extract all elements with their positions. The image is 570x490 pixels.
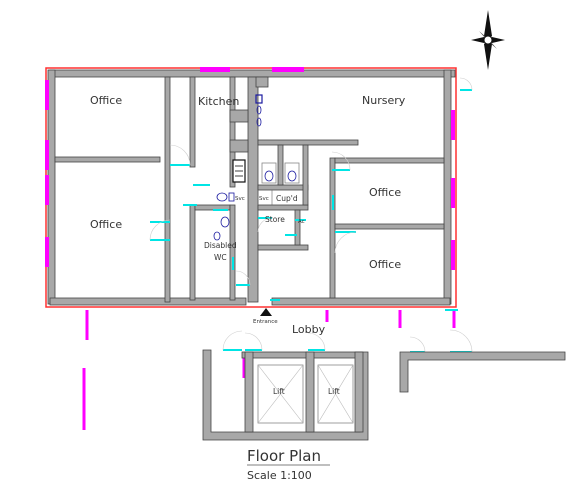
room-label-disabled: Disabled	[204, 241, 237, 250]
room-label-svc-1: Svc	[235, 196, 245, 202]
room-label-lobby: Lobby	[292, 323, 326, 336]
room-label-store: Store	[265, 215, 285, 224]
room-label-office-right-1: Office	[369, 186, 401, 199]
room-label-office-right-2: Office	[369, 258, 401, 271]
building-outline	[45, 67, 457, 308]
kitchen-fixtures	[232, 94, 263, 183]
room-label-office-middle-left: Office	[90, 218, 122, 231]
compass-star-icon	[471, 10, 505, 70]
room-label-lift-1: Lift	[273, 387, 285, 396]
room-label-office-top-left: Office	[90, 94, 122, 107]
room-label-svc-2: Svc	[259, 196, 269, 202]
room-label-cupboard: Cup'd	[276, 194, 298, 203]
room-label-nursery: Nursery	[362, 94, 406, 107]
lift-core	[202, 349, 369, 441]
interior-walls	[54, 76, 445, 303]
right-wing-fragment	[399, 351, 566, 393]
entrance-label: Entrance	[253, 319, 278, 325]
drawing-scale: Scale 1:100	[247, 469, 312, 482]
room-label-wc: WC	[214, 253, 227, 262]
room-label-lift-2: Lift	[328, 387, 340, 396]
entrance-arrow-icon	[260, 308, 272, 316]
room-label-kitchen: Kitchen	[198, 95, 239, 108]
doors	[150, 89, 472, 353]
windows	[45, 67, 456, 430]
drawing-title: Floor Plan	[247, 447, 321, 465]
wc-fixtures	[213, 162, 300, 241]
room-label-ac: Ac	[298, 219, 305, 225]
door-swings	[149, 77, 473, 353]
